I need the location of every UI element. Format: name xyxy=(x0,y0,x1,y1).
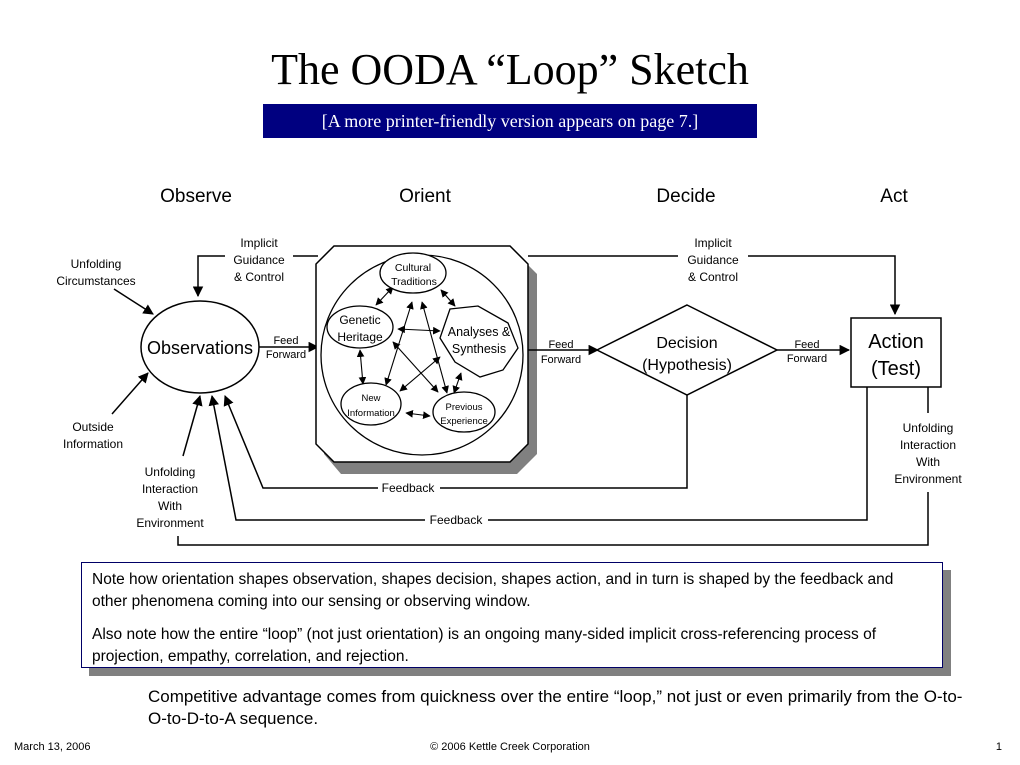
printer-friendly-banner[interactable]: [A more printer-friendly version appears… xyxy=(263,104,757,138)
note-orientation: Note how orientation shapes observation,… xyxy=(92,571,894,610)
environment-loop-line xyxy=(177,492,929,546)
svg-text:Genetic: Genetic xyxy=(339,313,380,327)
svg-text:Feed: Feed xyxy=(794,339,819,351)
svg-text:Heritage: Heritage xyxy=(337,330,383,344)
svg-text:Traditions: Traditions xyxy=(391,276,437,288)
previous-experience-node xyxy=(432,391,496,433)
svg-text:Unfolding: Unfolding xyxy=(145,465,196,479)
svg-text:Synthesis: Synthesis xyxy=(452,342,506,356)
action-label: Action (Test) xyxy=(868,331,924,380)
cultural-traditions-label: Cultural Traditions xyxy=(391,262,437,288)
analyses-synthesis-label: Analyses & Synthesis xyxy=(448,325,511,356)
svg-text:Experience: Experience xyxy=(440,416,488,427)
footer-date: March 13, 2006 xyxy=(14,741,91,753)
svg-text:Decision: Decision xyxy=(656,335,717,352)
note-box: Note how orientation shapes observation,… xyxy=(81,562,943,668)
feed-forward-label-1: Feed Forward xyxy=(266,335,306,361)
page-title: The OODA “Loop” Sketch xyxy=(271,45,749,94)
analyses-synthesis-node xyxy=(439,305,519,378)
svg-text:Cultural: Cultural xyxy=(395,262,431,274)
outside-information-arrow xyxy=(111,372,149,415)
svg-text:Implicit: Implicit xyxy=(694,236,732,250)
svg-text:Action: Action xyxy=(868,331,924,353)
svg-text:& Control: & Control xyxy=(688,270,738,284)
svg-text:Environment: Environment xyxy=(136,516,204,530)
feedback-label-1: Feedback xyxy=(382,481,436,495)
unfolding-circumstances-label: Unfolding Circumstances xyxy=(56,257,135,288)
feedback-from-decision xyxy=(225,395,688,489)
phase-observe: Observe xyxy=(160,186,232,207)
footer-copyright: © 2006 Kettle Creek Corporation xyxy=(430,741,590,753)
svg-text:Interaction: Interaction xyxy=(142,482,198,496)
svg-text:Information: Information xyxy=(347,408,395,419)
svg-text:(Test): (Test) xyxy=(871,358,921,380)
feed-forward-label-2: Feed Forward xyxy=(541,339,581,366)
genetic-heritage-label: Genetic Heritage xyxy=(337,313,383,344)
svg-text:Forward: Forward xyxy=(266,349,306,361)
svg-text:Feed: Feed xyxy=(548,339,573,351)
unfolding-interaction-left-label: Unfolding Interaction With Environment xyxy=(136,465,204,530)
unfolding-circumstances-arrow xyxy=(113,288,154,315)
svg-text:(Hypothesis): (Hypothesis) xyxy=(642,357,732,374)
svg-text:Circumstances: Circumstances xyxy=(56,274,135,288)
orient-cross-reference-arrows xyxy=(356,286,463,419)
svg-text:Interaction: Interaction xyxy=(900,438,956,452)
implicit-guidance-left-label: Implicit Guidance & Control xyxy=(233,236,285,284)
svg-text:Outside: Outside xyxy=(72,420,114,434)
previous-experience-label: Previous Experience xyxy=(440,402,488,427)
svg-text:Forward: Forward xyxy=(541,354,581,366)
svg-text:Previous: Previous xyxy=(446,402,483,413)
svg-text:With: With xyxy=(158,499,182,513)
action-node xyxy=(850,317,942,388)
new-information-label: New Information xyxy=(347,393,395,419)
svg-text:With: With xyxy=(916,455,940,469)
svg-text:Unfolding: Unfolding xyxy=(903,421,954,435)
feed-forward-label-3: Feed Forward xyxy=(787,339,827,365)
feedback-from-action xyxy=(212,387,868,521)
svg-text:Implicit: Implicit xyxy=(240,236,278,250)
note-loop: Also note how the entire “loop” (not jus… xyxy=(92,626,876,665)
cultural-traditions-node xyxy=(379,252,447,294)
svg-text:Forward: Forward xyxy=(787,353,827,365)
decision-label: Decision (Hypothesis) xyxy=(642,335,732,374)
ooda-diagram: Observe Orient Decide Act Implicit Guida… xyxy=(56,186,962,546)
observations-label: Observations xyxy=(147,338,253,358)
svg-text:Feed: Feed xyxy=(273,335,298,347)
outside-information-label: Outside Information xyxy=(63,420,123,451)
svg-text:Guidance: Guidance xyxy=(233,253,285,267)
svg-text:New: New xyxy=(361,393,380,404)
unfolding-interaction-arrow xyxy=(182,394,203,457)
svg-text:& Control: & Control xyxy=(234,270,284,284)
implicit-guidance-left-arrow xyxy=(192,255,225,298)
phase-act: Act xyxy=(880,186,908,207)
svg-text:Information: Information xyxy=(63,437,123,451)
svg-text:Analyses &: Analyses & xyxy=(448,325,511,339)
feedback-label-2: Feedback xyxy=(430,513,484,527)
genetic-heritage-node xyxy=(326,305,394,349)
svg-text:Unfolding: Unfolding xyxy=(71,257,122,271)
phase-decide: Decide xyxy=(656,186,715,207)
page-number: 1 xyxy=(995,741,1002,753)
new-information-node xyxy=(340,382,402,426)
implicit-guidance-right-arrow xyxy=(748,255,901,316)
implicit-guidance-right-label: Implicit Guidance & Control xyxy=(687,236,739,284)
svg-text:Environment: Environment xyxy=(894,472,962,486)
phase-orient: Orient xyxy=(399,186,451,207)
competitive-advantage-text: Competitive advantage comes from quickne… xyxy=(148,687,963,728)
svg-text:Guidance: Guidance xyxy=(687,253,739,267)
unfolding-interaction-right-label: Unfolding Interaction With Environment xyxy=(894,421,962,486)
